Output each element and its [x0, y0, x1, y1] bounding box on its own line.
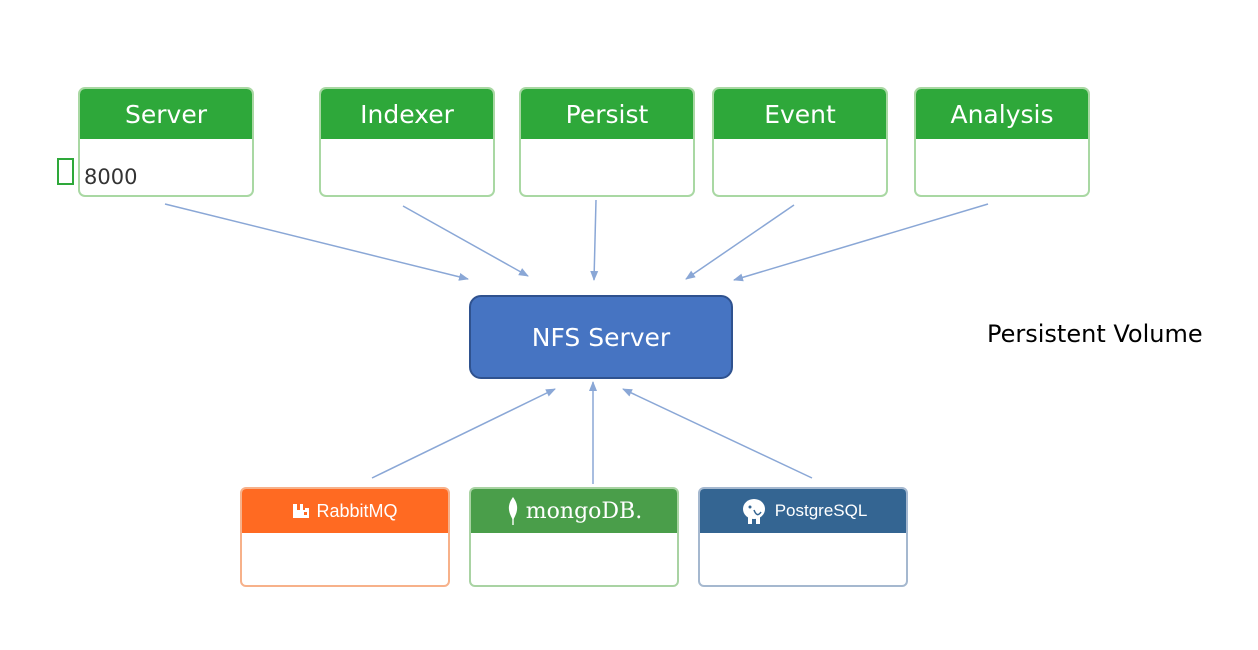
- service-title: Persist: [521, 89, 693, 139]
- arrow-event-to-nfs: [685, 204, 795, 280]
- nfs-server-label: NFS Server: [531, 322, 671, 352]
- database-box-rabbitmq[interactable]: RabbitMQ: [240, 487, 450, 587]
- service-box-indexer[interactable]: Indexer: [319, 87, 495, 197]
- arrow-rabbitmq-to-nfs: [371, 388, 556, 479]
- nfs-server-node[interactable]: NFS Server: [469, 295, 733, 379]
- mongodb-label: mongoDB.: [525, 498, 643, 524]
- persistent-volume-label: Persistent Volume: [987, 320, 1203, 348]
- service-box-server[interactable]: Server 8000: [78, 87, 254, 197]
- port-handle[interactable]: [57, 158, 74, 185]
- service-box-persist[interactable]: Persist: [519, 87, 695, 197]
- arrow-postgresql-to-nfs: [622, 388, 813, 479]
- postgresql-elephant-icon: [739, 496, 769, 526]
- port-label: 8000: [84, 165, 138, 189]
- database-box-postgresql[interactable]: PostgreSQL: [698, 487, 908, 587]
- rabbitmq-label: RabbitMQ: [316, 500, 398, 521]
- arrow-server-to-nfs: [164, 203, 469, 281]
- service-box-event[interactable]: Event: [712, 87, 888, 197]
- mongodb-leaf-icon: [506, 496, 520, 526]
- arrow-indexer-to-nfs: [402, 205, 529, 277]
- service-title: Server: [80, 89, 252, 139]
- service-box-analysis[interactable]: Analysis: [914, 87, 1090, 197]
- service-title: Analysis: [916, 89, 1088, 139]
- arrow-analysis-to-nfs: [733, 203, 989, 282]
- rabbitmq-logo-icon: [292, 503, 310, 519]
- postgresql-label: PostgreSQL: [774, 501, 868, 520]
- database-box-mongodb[interactable]: mongoDB.: [469, 487, 679, 587]
- service-title: Indexer: [321, 89, 493, 139]
- service-title: Event: [714, 89, 886, 139]
- arrow-persist-to-nfs: [590, 199, 599, 281]
